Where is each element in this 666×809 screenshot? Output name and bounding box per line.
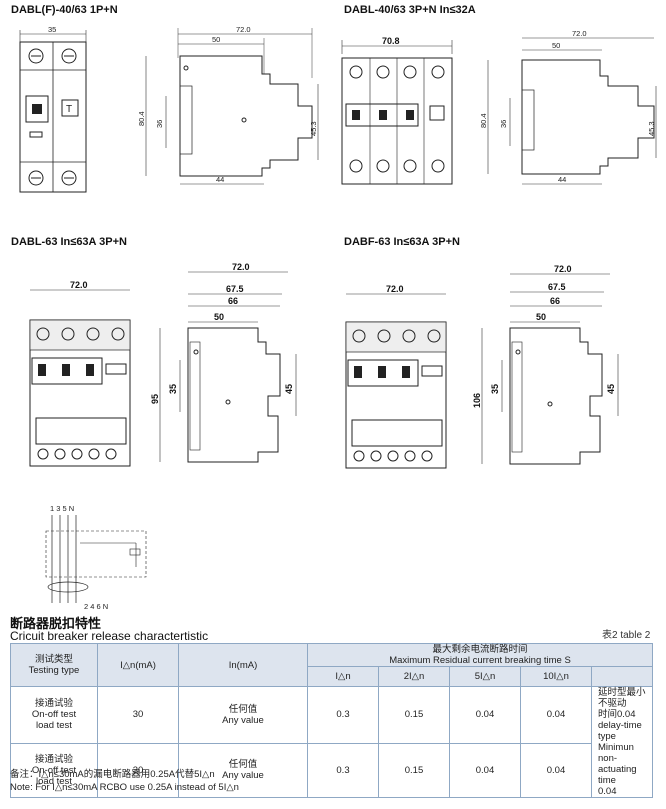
diagram1-side-view: 72.0 50 80.4 36 45.3 44 xyxy=(137,25,319,185)
section-title-en: Cricuit breaker release charactertistic xyxy=(10,629,209,643)
wiring-bottom-labels: 2 4 6 N xyxy=(84,602,108,611)
svg-text:106: 106 xyxy=(472,393,482,408)
svg-text:67.5: 67.5 xyxy=(226,284,244,294)
subheader-idn-1: I△n xyxy=(307,666,379,687)
subheader-idn-5: 5I△n xyxy=(449,666,521,687)
svg-text:72.0: 72.0 xyxy=(386,284,404,294)
table-number: 表2 table 2 xyxy=(602,630,651,641)
svg-text:45: 45 xyxy=(606,384,616,394)
svg-text:80.4: 80.4 xyxy=(479,113,488,128)
diagram3-side-view: 72.0 67.5 66 50 95 35 45 xyxy=(150,262,297,463)
svg-text:72.0: 72.0 xyxy=(70,280,88,290)
svg-text:70.8: 70.8 xyxy=(382,36,400,46)
svg-text:50: 50 xyxy=(214,312,224,322)
svg-text:67.5: 67.5 xyxy=(548,282,566,292)
svg-text:44: 44 xyxy=(216,175,224,184)
wiring-diagram: 1 3 5 N 2 4 6 N xyxy=(45,504,147,611)
svg-text:50: 50 xyxy=(552,41,560,50)
svg-text:36: 36 xyxy=(499,120,508,128)
svg-text:36: 36 xyxy=(155,120,164,128)
wiring-top-labels: 1 3 5 N xyxy=(50,504,74,513)
diagram2-front-view: 70.8 xyxy=(341,36,453,185)
note-en: Note: For I△n≤30mA RCBO use 0.25A instea… xyxy=(10,782,239,793)
svg-text:66: 66 xyxy=(228,296,238,306)
header-idn: I△n(mA) xyxy=(97,643,179,687)
dim-width: 35 xyxy=(48,25,56,34)
svg-text:45.3: 45.3 xyxy=(309,121,318,136)
diagram1-front-view: 35 T xyxy=(19,25,87,193)
subheader-idn-2: 2I△n xyxy=(378,666,450,687)
diagram-title-1: DABL(F)-40/63 1P+N xyxy=(11,4,118,16)
svg-text:66: 66 xyxy=(550,296,560,306)
diagram4-front-view: 72.0 xyxy=(345,284,447,469)
diagram3-front-view: 72.0 xyxy=(29,280,131,467)
subheader-idn-10: 10I△n xyxy=(520,666,592,687)
svg-text:44: 44 xyxy=(558,175,566,184)
svg-text:35: 35 xyxy=(168,384,178,394)
svg-text:T: T xyxy=(66,104,72,115)
section-title-cn: 断路器脱扣特性 xyxy=(10,616,102,631)
svg-text:45: 45 xyxy=(284,384,294,394)
svg-text:72.0: 72.0 xyxy=(554,264,572,274)
svg-text:80.4: 80.4 xyxy=(137,111,146,126)
svg-text:72.0: 72.0 xyxy=(232,262,250,272)
svg-text:35: 35 xyxy=(490,384,500,394)
svg-text:50: 50 xyxy=(212,35,220,44)
diagram-title-4: DABF-63 In≤63A 3P+N xyxy=(344,236,460,248)
svg-text:50: 50 xyxy=(536,312,546,322)
note-cn: 备注：I△n≤30mA的漏电断路器用0.25A代替5I△n xyxy=(10,769,215,780)
footnotes: 备注：I△n≤30mA的漏电断路器用0.25A代替5I△n Note: For … xyxy=(10,768,239,794)
diagram-title-2: DABL-40/63 3P+N In≤32A xyxy=(344,4,476,16)
diagram-title-3: DABL-63 In≤63A 3P+N xyxy=(11,236,127,248)
header-in: In(mA) xyxy=(178,643,308,687)
svg-text:72.0: 72.0 xyxy=(236,25,251,34)
svg-text:95: 95 xyxy=(150,394,160,404)
svg-text:45.3: 45.3 xyxy=(647,121,656,136)
subheader-empty xyxy=(591,666,653,687)
svg-text:72.0: 72.0 xyxy=(572,29,587,38)
diagram2-side-view: 72.0 50 80.4 36 45.3 44 xyxy=(479,29,657,185)
diagram4-side-view: 72.0 67.5 66 50 106 35 45 xyxy=(472,264,619,465)
